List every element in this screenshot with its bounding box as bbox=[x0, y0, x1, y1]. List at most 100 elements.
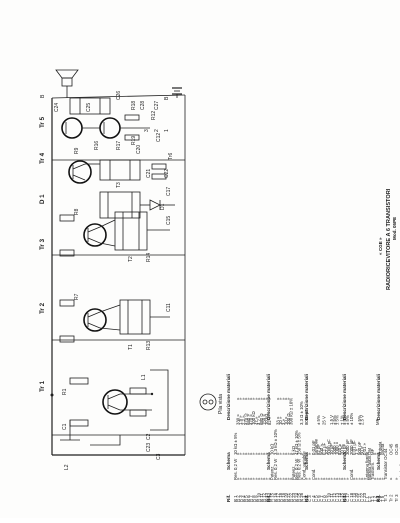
component-label: 1 bbox=[164, 129, 170, 132]
part-cell: » bbox=[286, 397, 291, 400]
column-header: Rif. bbox=[304, 495, 309, 502]
component-label: T2 bbox=[128, 256, 134, 262]
part-cell: R 21 bbox=[286, 492, 291, 502]
label-tr2: Tr 2 bbox=[39, 302, 46, 314]
part-cell: T 5 bbox=[380, 495, 385, 502]
part-cell: » bbox=[362, 477, 367, 480]
part-cell: » bbox=[241, 397, 246, 400]
plug-caption: Pila vista bbox=[218, 394, 224, 414]
part-cell: » bbox=[264, 477, 269, 480]
part-cell: » bbox=[238, 397, 243, 400]
part-cell: 2000 pF bbox=[349, 439, 354, 455]
part-cell: C 21 bbox=[357, 492, 362, 502]
part-cell: Cond. bbox=[349, 469, 354, 480]
part-cell: Res. 0,2 W bbox=[233, 458, 238, 480]
part-cell: 680 Ω bbox=[259, 413, 264, 425]
part-cell: R 14 bbox=[267, 492, 272, 502]
part-cell: C 7 bbox=[319, 495, 324, 502]
part-cell: » bbox=[283, 397, 288, 400]
part-cell: 3 » bbox=[281, 418, 286, 425]
part-cell: ± 5% bbox=[332, 415, 337, 425]
component-labels: BR12C12Tr6BR1C1L1C2C3T1T2T3R7R8R9R13R14C… bbox=[40, 91, 174, 470]
part-cell: C 10 bbox=[327, 492, 332, 502]
part-cell: » bbox=[327, 477, 332, 480]
part-cell: Res. 0,2 W bbox=[294, 458, 299, 480]
part-cell: » bbox=[375, 452, 380, 455]
part-cell: » bbox=[375, 477, 380, 480]
part-cell: » bbox=[352, 477, 357, 480]
part-cell: C 23 bbox=[362, 492, 367, 502]
component-label: C20 bbox=[136, 145, 142, 154]
part-cell: C 5 bbox=[314, 495, 319, 502]
part-cell: 1,5 » bbox=[238, 415, 243, 425]
part-cell: » bbox=[262, 397, 267, 400]
component-label: T3 bbox=[116, 182, 122, 188]
part-cell: T 4 bbox=[378, 495, 383, 502]
component-label: C1 bbox=[62, 423, 68, 430]
part-cell: 10 µF bbox=[329, 444, 334, 455]
component-label: R12 bbox=[151, 111, 157, 120]
part-cell: Cond. bbox=[311, 469, 316, 480]
label-tr4: Tr 4 bbox=[39, 152, 46, 164]
part-cell: 1 » bbox=[354, 448, 359, 455]
part-cell: » bbox=[262, 452, 267, 455]
part-cell: 1,5 V bbox=[329, 415, 334, 425]
part-cell: ± 1% bbox=[340, 415, 345, 425]
label-tr3: Tr 3 bbox=[39, 238, 46, 250]
part-cell: 470 Ω bbox=[243, 413, 248, 425]
column-header: Descrizione materiali bbox=[304, 374, 309, 420]
part-cell: » bbox=[286, 452, 291, 455]
part-cell: Res. 0,2 W bbox=[296, 458, 301, 480]
component-label: Tr6 bbox=[168, 152, 174, 160]
part-cell: C 14 bbox=[337, 492, 342, 502]
part-cell: » bbox=[256, 477, 261, 480]
part-cell: » bbox=[337, 477, 342, 480]
component-label: C26 bbox=[116, 91, 122, 100]
part-cell: R 16 bbox=[273, 492, 278, 502]
part-cell: » bbox=[299, 452, 304, 455]
part-cell: R 6 bbox=[246, 495, 251, 502]
column-header: Schema bbox=[226, 452, 231, 470]
component-label: 3 bbox=[144, 129, 150, 132]
part-cell: 2,2 » bbox=[241, 415, 246, 425]
component-label: C17 bbox=[166, 187, 172, 196]
part-cell: C 2 bbox=[304, 495, 309, 502]
component-label: C2 bbox=[146, 433, 152, 440]
part-cell: » bbox=[259, 477, 264, 480]
part-cell: 390 kΩ ± 10% bbox=[289, 398, 294, 425]
part-cell: » bbox=[380, 477, 385, 480]
column-header: Descrizione materiali bbox=[226, 374, 231, 420]
part-cell: ± 5% bbox=[334, 415, 339, 425]
part-cell: » bbox=[281, 452, 286, 455]
part-cell: T 1 bbox=[370, 495, 375, 502]
component-label: C22 bbox=[164, 169, 170, 178]
part-cell: » bbox=[278, 397, 283, 400]
part-cell: 25 V bbox=[321, 416, 326, 425]
part-cell: » bbox=[264, 452, 269, 455]
part-cell: OC45 bbox=[394, 443, 399, 455]
part-cell: OM bbox=[367, 448, 372, 455]
part-cell: Trasform. bbox=[370, 462, 375, 480]
component-label: L1 bbox=[141, 374, 147, 380]
part-cell: 0,01 µF bbox=[352, 440, 357, 455]
part-cell: » bbox=[246, 452, 251, 455]
component-label: C11 bbox=[166, 303, 172, 312]
part-cell: » bbox=[262, 477, 267, 480]
part-cell: R 11 bbox=[259, 493, 264, 502]
part-cell: Antenna ferrite bbox=[365, 451, 370, 480]
part-cell: R 17 bbox=[276, 492, 281, 502]
part-cell: » bbox=[236, 477, 241, 480]
part-cell: OC45 bbox=[388, 443, 393, 455]
part-cell: » bbox=[388, 477, 393, 480]
part-cell: MF bbox=[370, 448, 375, 455]
part-cell: » bbox=[304, 477, 309, 480]
part-cell: ± 5% bbox=[357, 415, 362, 425]
component-label: 2 bbox=[154, 129, 160, 132]
part-cell: » bbox=[372, 477, 377, 480]
part-cell: » bbox=[321, 477, 326, 480]
part-cell: ± 5% bbox=[342, 415, 347, 425]
component-label: C3 bbox=[156, 453, 162, 460]
part-cell: C 4 bbox=[311, 495, 316, 502]
part-cell: » bbox=[289, 477, 294, 480]
part-cell: Potenz. bbox=[269, 465, 274, 480]
